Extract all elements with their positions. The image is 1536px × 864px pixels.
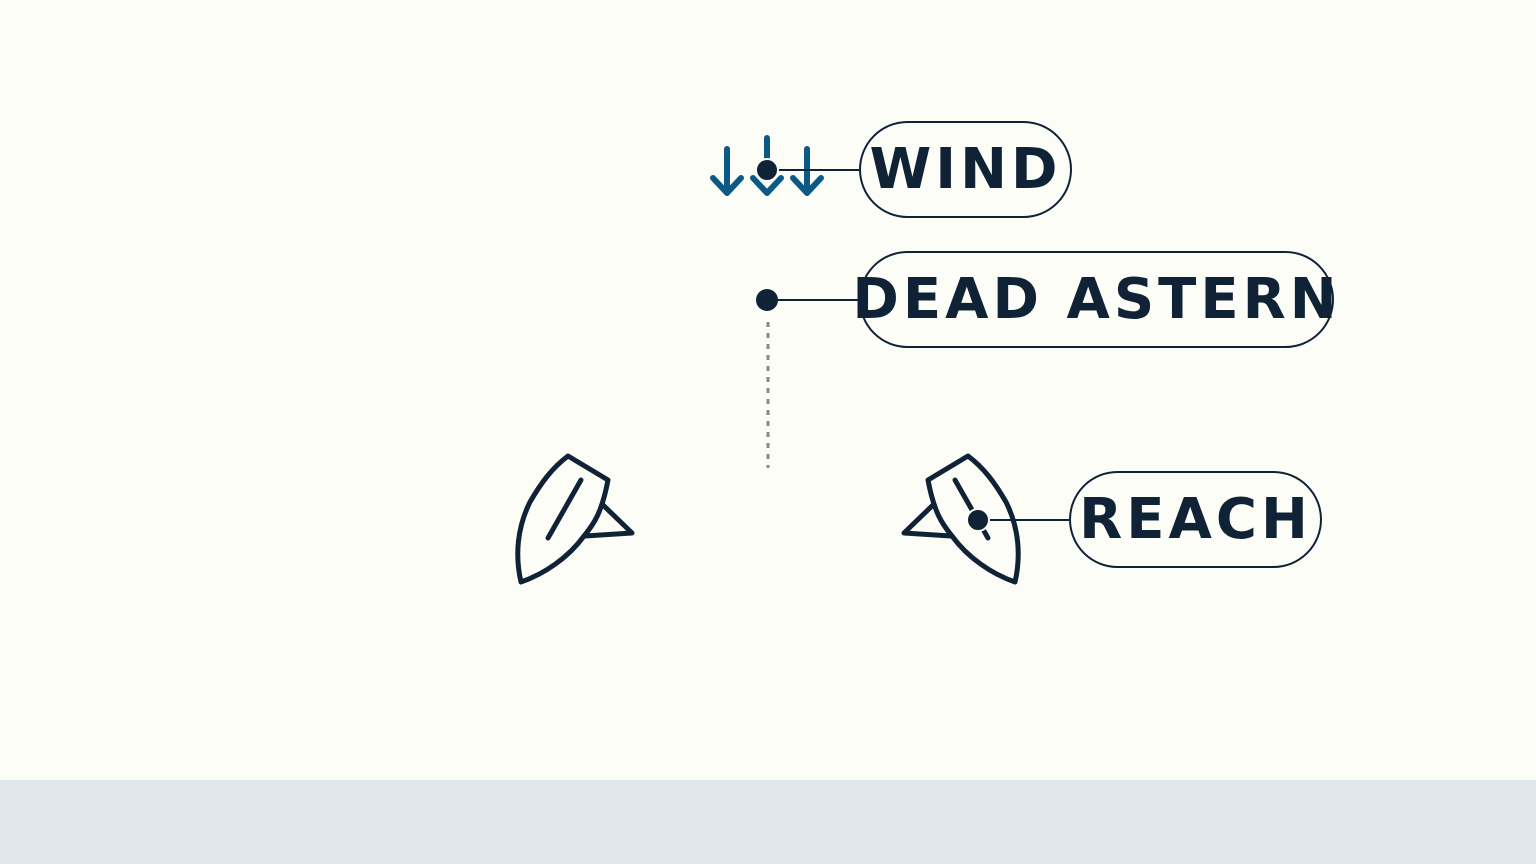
dead-astern-label-pill: DEAD ASTERN xyxy=(852,251,1337,348)
dead-astern-leader xyxy=(756,289,859,468)
bottom-bar xyxy=(0,780,1536,864)
reach-label-pill: REACH xyxy=(1069,471,1322,568)
wind-leader xyxy=(755,158,859,182)
down-arrow-icon xyxy=(710,146,744,196)
diagram-svg xyxy=(515,135,1069,585)
down-arrow-icon xyxy=(750,135,784,196)
wind-label: WIND xyxy=(869,136,1062,202)
reach-leader xyxy=(966,508,1069,532)
dead-astern-label: DEAD ASTERN xyxy=(852,266,1341,332)
sailboat-icon xyxy=(515,453,635,585)
reach-label: REACH xyxy=(1079,486,1312,552)
diagram-canvas: WIND DEAD ASTERN REACH xyxy=(515,121,1337,585)
wind-label-pill: WIND xyxy=(859,121,1072,218)
